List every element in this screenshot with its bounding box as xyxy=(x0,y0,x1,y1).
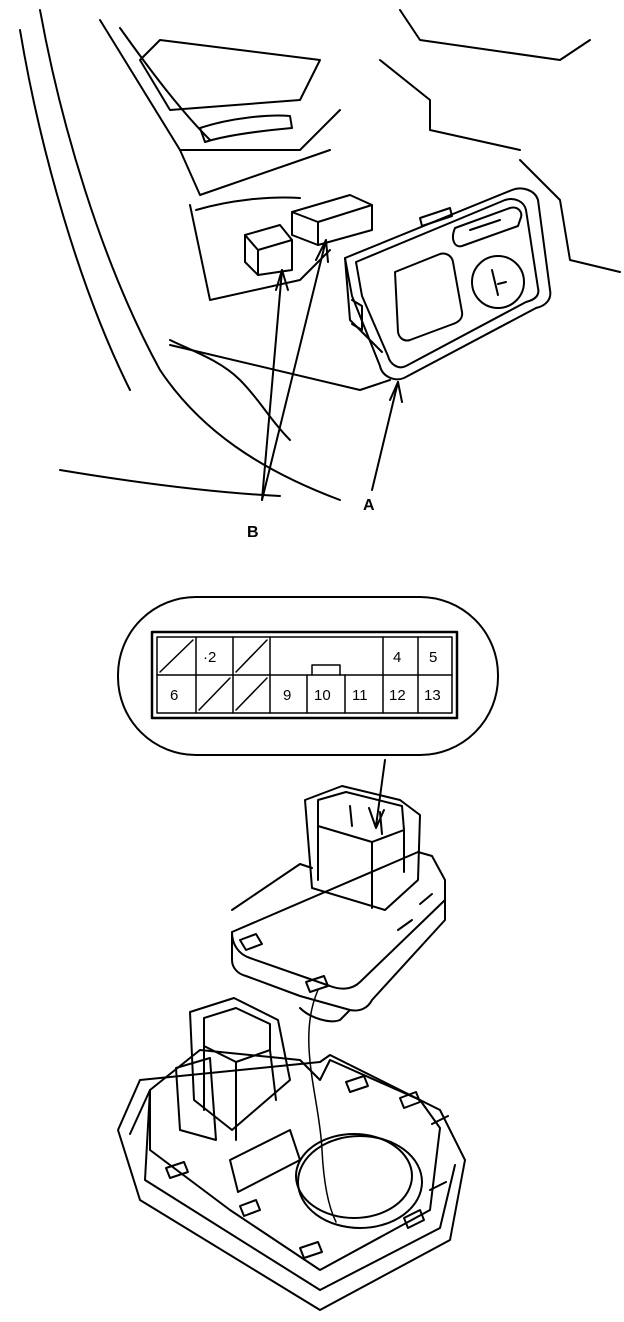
connector-b-large xyxy=(291,194,373,246)
callout-b-label: B xyxy=(247,524,259,541)
pin-label-12: 12 xyxy=(389,687,406,704)
pin-label-5: 5 xyxy=(429,649,437,666)
leader-a xyxy=(371,381,403,491)
connector-wire xyxy=(308,989,337,1223)
pin-label-6: 6 xyxy=(170,687,178,704)
pin-label-9: 9 xyxy=(283,687,291,704)
switch-bezel xyxy=(117,997,466,1311)
connector-b-small xyxy=(244,224,293,276)
connector-callout-border xyxy=(117,596,499,756)
pin-label-4: 4 xyxy=(393,649,401,666)
switch-body-rear xyxy=(231,785,446,1023)
pin-label-13: 13 xyxy=(424,687,441,704)
callout-a-label: A xyxy=(363,497,375,514)
dashboard-illustration xyxy=(19,9,621,501)
mirror-switch-a xyxy=(344,187,552,381)
pin-label-11: 11 xyxy=(352,687,368,704)
pin-label-10: 10 xyxy=(314,687,331,704)
leader-b xyxy=(261,239,329,501)
connector-face xyxy=(150,630,459,720)
pin-label-2: ·2 xyxy=(203,649,216,666)
